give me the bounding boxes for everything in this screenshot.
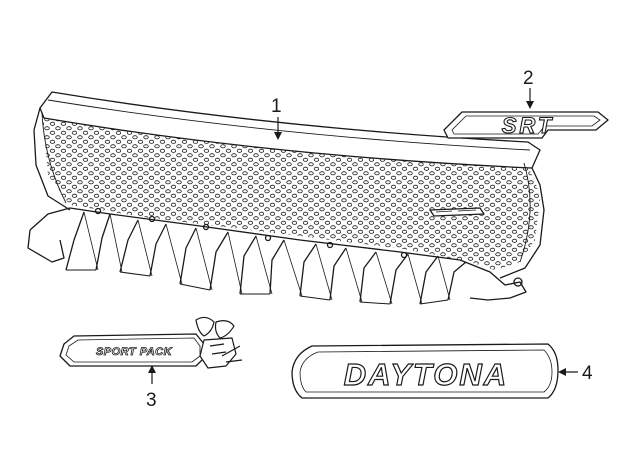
callout-4: 4 (582, 363, 593, 384)
super-bee-logo-icon (195, 316, 243, 369)
grille-top-rim (39, 91, 541, 169)
callout-3: 3 (146, 390, 157, 411)
sport-pack-badge-text: SPORT PACK (96, 346, 173, 358)
srt-emblem-text: SRT (502, 113, 555, 138)
srt-emblem: SRT (443, 111, 609, 139)
daytona-nameplate-text: DAYTONA (344, 357, 508, 392)
callout-1: 1 (271, 96, 282, 117)
daytona-nameplate: DAYTONA (291, 343, 559, 399)
callout-1-arrow (274, 132, 282, 140)
callout-4-arrow (558, 368, 566, 376)
callout-3-arrow (148, 365, 156, 373)
grille-lower-bracket (29, 207, 527, 301)
callout-2: 2 (523, 68, 534, 89)
callout-2-arrow (526, 101, 534, 109)
grille-outer-frame (33, 107, 545, 279)
sport-pack-badge: SPORT PACK (59, 316, 243, 369)
